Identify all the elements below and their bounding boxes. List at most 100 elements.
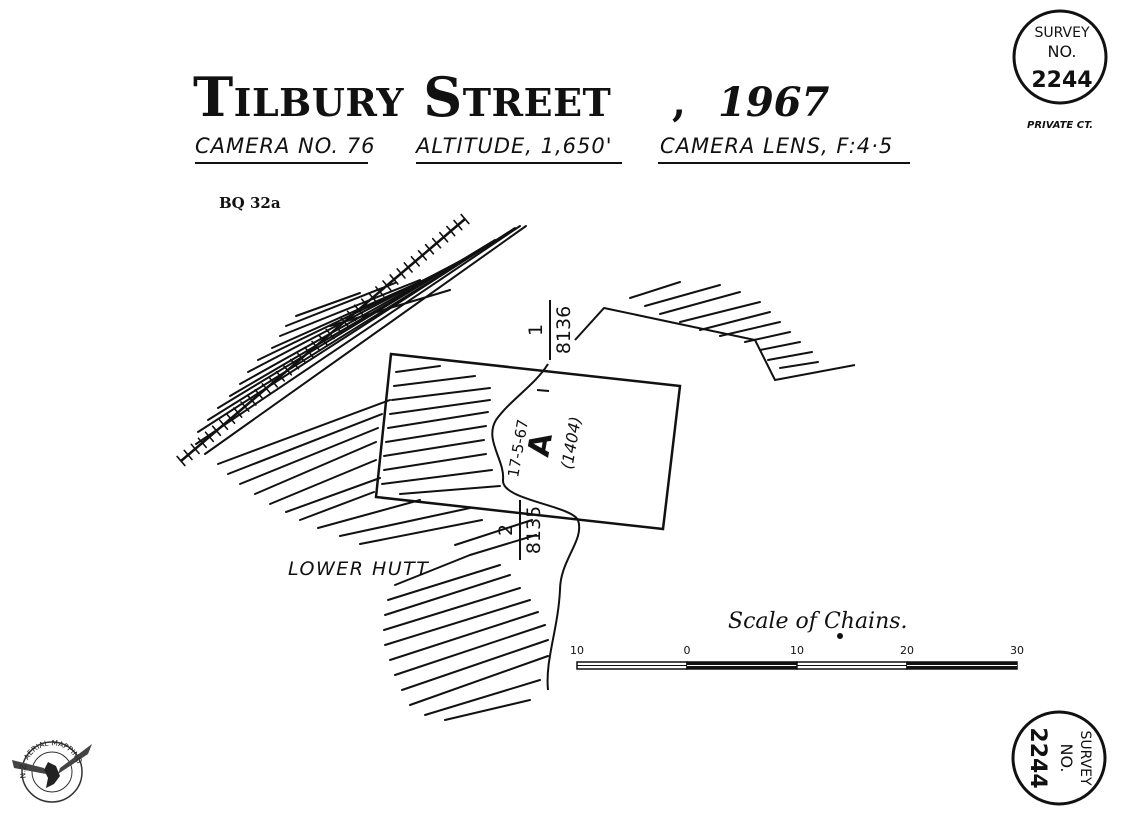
title-street-name: Tilbury Street: [193, 65, 611, 129]
hatch-line: [779, 361, 819, 369]
hatch-line: [719, 321, 781, 337]
hatch-line: [359, 519, 483, 545]
hatch-line: [381, 469, 493, 485]
scale-tick-label: 20: [900, 644, 914, 657]
hatched-area-top-right: [629, 281, 819, 369]
railway-tie: [453, 219, 463, 231]
hatch-line: [401, 639, 549, 691]
title-block: Tilbury Street , 1967: [193, 65, 829, 129]
hatch-line: [299, 491, 375, 521]
logo-map-silhouette: [44, 762, 60, 788]
railway-tie: [190, 443, 200, 455]
hatch-line: [285, 282, 396, 327]
railway-tie: [297, 352, 307, 364]
hatch-line: [384, 599, 531, 646]
hatch-line: [295, 292, 361, 317]
hatch-line: [339, 507, 471, 537]
hatch-line: [409, 655, 549, 706]
railway-tie: [275, 370, 286, 382]
scale-bar-segments: [576, 633, 1018, 670]
hatched-area-lower: [383, 519, 549, 721]
railway-tie: [368, 292, 378, 304]
railway-tie: [226, 413, 236, 425]
hatch-line: [744, 331, 791, 343]
hatch-line: [217, 239, 496, 409]
area-letter-tick: [536, 389, 550, 392]
railway-tie: [431, 237, 442, 249]
railway-tie: [197, 437, 207, 449]
survey-stamp-bottom-line2: No.: [1057, 744, 1076, 773]
railway-tie: [261, 383, 271, 394]
survey-stamp-bottom: Survey No. 2244: [1011, 710, 1107, 806]
area-number: (1404): [557, 415, 585, 471]
title-year: 1967: [718, 79, 829, 126]
hatch-line: [254, 441, 377, 495]
run-2-photo-number: 8135: [523, 506, 545, 554]
railway-ties: [176, 213, 470, 467]
railway-tie: [289, 358, 300, 370]
hatch-line: [384, 574, 511, 616]
scale-tick-label: 30: [1010, 644, 1024, 657]
hatch-line: [389, 399, 491, 415]
railway-tie: [318, 334, 328, 346]
hatch-line: [389, 611, 539, 661]
railway-tie: [254, 389, 264, 400]
hatch-line: [317, 499, 421, 529]
railway-tie: [353, 304, 364, 316]
hatch-line: [227, 413, 383, 475]
survey-stamp-top-number: 2244: [1031, 68, 1092, 93]
hatch-line: [383, 587, 521, 631]
hatch-line: [679, 301, 761, 323]
survey-stamp-bottom-ring: [1011, 710, 1107, 806]
hatch-line: [444, 699, 531, 721]
run-1-photo-number: 8136: [553, 306, 575, 354]
stream-line: [491, 363, 581, 691]
run-2-number: 2: [495, 524, 517, 536]
railway-tie: [396, 268, 406, 279]
hatch-line: [424, 679, 541, 716]
survey-stamp-top-line1: Survey: [1034, 25, 1090, 41]
railway-tie: [332, 322, 342, 334]
hatched-area-upper-left: [195, 225, 527, 545]
railway-tie: [382, 280, 392, 291]
railway-tie: [218, 419, 229, 431]
scale-tick-label: 0: [684, 644, 691, 657]
subtitle-block: Camera No. 76 Altitude, 1,650' Camera Le…: [195, 134, 910, 164]
logo-wing-left: [12, 760, 46, 774]
hatch-line: [387, 411, 489, 429]
reference-code: BQ 32a: [219, 194, 281, 212]
run-1-number: 1: [525, 324, 547, 336]
map-drawing: 1 8136 2 8135 17-5-67 A (1404) Lower Hut…: [176, 213, 856, 721]
camera-lens-label: Camera Lens, F:4·5: [660, 134, 893, 158]
railway-tie: [424, 243, 435, 255]
hatch-line: [395, 365, 441, 373]
hatch-line: [204, 225, 527, 455]
railway-tie: [339, 316, 349, 328]
hatch-line: [383, 439, 485, 457]
title-separator: ,: [672, 79, 686, 126]
camera-number-label: Camera No. 76: [195, 134, 376, 158]
hatch-line: [387, 564, 501, 601]
railway-tie: [360, 298, 371, 310]
railway-tie: [240, 401, 250, 412]
hatch-line: [394, 554, 471, 586]
railway-tie: [282, 364, 293, 376]
railway-tie: [247, 395, 257, 406]
hatch-line: [394, 624, 546, 676]
railway-line: [176, 213, 470, 467]
logo-inner-ring: [31, 751, 73, 793]
railway-tie: [211, 425, 222, 437]
scale-bar-title: Scale of Chains.: [728, 609, 908, 634]
hatch-line: [383, 453, 487, 471]
railway-tie: [389, 274, 399, 285]
hatch-line: [393, 375, 476, 387]
hatch-line: [217, 399, 391, 465]
railway-tie: [417, 249, 428, 261]
hatch-line: [644, 284, 721, 307]
survey-stamp-bottom-number: 2244: [1025, 727, 1050, 788]
hatched-area-inside-photo: [381, 365, 501, 495]
railway-tie: [268, 376, 278, 388]
railway-tie: [460, 213, 470, 225]
